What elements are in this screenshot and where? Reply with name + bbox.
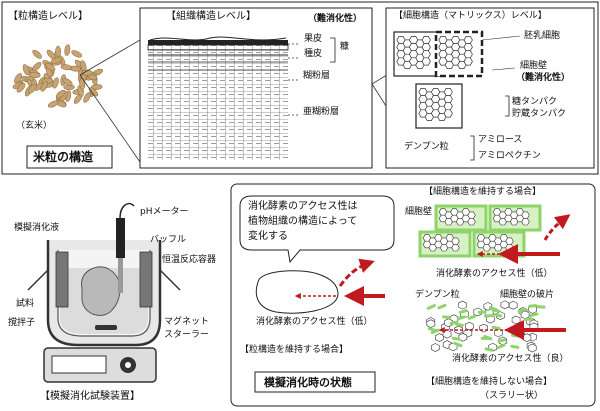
bubble-line-1: 消化酵素のアクセス性は	[248, 201, 358, 212]
tissue-level-title: 【組織構造レベル】	[166, 11, 256, 22]
cell-keep-cluster	[418, 204, 542, 258]
top-frame	[1, 1, 599, 175]
grain-access-label: 消化酵素のアクセス性（低）	[256, 317, 373, 327]
grain-state-shape	[255, 270, 339, 314]
state-title: 模擬消化時の状態	[264, 376, 352, 389]
sample-label: 試料	[16, 299, 35, 309]
brown-rice-label: （玄米）	[16, 121, 53, 131]
cell-level-title: 【細胞構造（マトリックス）レベル】	[394, 11, 547, 21]
cell-keep-access-label: 消化酵素のアクセス性（低）	[436, 269, 553, 279]
endosperm-cell-label: 胚乳細胞	[524, 31, 561, 41]
glycoprotein-label: 糖タンパク	[512, 97, 558, 107]
vessel-label: 恒温反応容器	[162, 255, 217, 265]
starch-granule-label: デンプン粒	[404, 142, 449, 152]
cell-keep-wall-label: 細胞壁	[405, 207, 433, 217]
sim-fluid-label: 模擬消化液	[14, 223, 60, 233]
ph-meter-label: pHメーター	[140, 207, 189, 217]
cell-wall-label: 細胞壁	[520, 61, 548, 71]
cell-keep-title: 【細胞構造を維持する場合】	[424, 187, 542, 197]
rice-structure-caption: 米粒の構造	[33, 150, 94, 164]
slurry-starch-label: デンプン粒	[415, 290, 460, 300]
slurry-access-label: 消化酵素のアクセス性（良）	[452, 354, 569, 364]
seed-coat-label: 種皮	[304, 49, 323, 59]
baffle-label: バッフル	[150, 235, 187, 245]
bubble-line-2: 植物組織の構造によって	[248, 216, 358, 227]
bubble-line-3: 変化する	[248, 231, 288, 242]
slurry-label: （スラリー状）	[480, 391, 544, 401]
indigestibility-label: （難消化性）	[308, 14, 363, 24]
rice-grain-pile	[12, 44, 103, 108]
magnetic-stirrer-label-2: スターラー	[164, 330, 210, 340]
wall-fragments-label: 細胞壁の破片	[500, 290, 555, 300]
grain-case-label: 【粒構造を維持する場合】	[240, 345, 349, 355]
grain-caption-box	[26, 145, 113, 169]
cell-cluster	[393, 30, 484, 129]
state-title-box	[254, 371, 376, 393]
slurry-cluster	[426, 300, 546, 353]
aleurone-label: 糊粉層	[303, 71, 331, 81]
subaleurone-label: 亜糊粉層	[303, 107, 340, 117]
stirrer-bar-label: 撹拌子	[8, 318, 36, 328]
cell-break-title: 【細胞構造を維持しない場合】	[426, 377, 553, 387]
grain-level-title: 【粒構造レベル】	[8, 11, 88, 22]
cell-wall-indigestibility: （難消化性）	[516, 73, 571, 83]
amylopectin-label: アミロペクチン	[478, 151, 541, 161]
tissue-cross-section	[147, 36, 289, 160]
storage-protein-label: 貯蔵タンパク	[512, 109, 567, 119]
speech-bubble	[239, 195, 395, 264]
apparatus-caption: 【模擬消化試験装置】	[40, 391, 140, 402]
pericarp-label: 果皮	[304, 34, 323, 44]
digestion-apparatus	[27, 202, 181, 383]
amylose-label: アミロース	[478, 135, 523, 145]
bran-label: 糠	[340, 42, 350, 52]
magnetic-stirrer-label-1: マグネット	[164, 317, 210, 327]
